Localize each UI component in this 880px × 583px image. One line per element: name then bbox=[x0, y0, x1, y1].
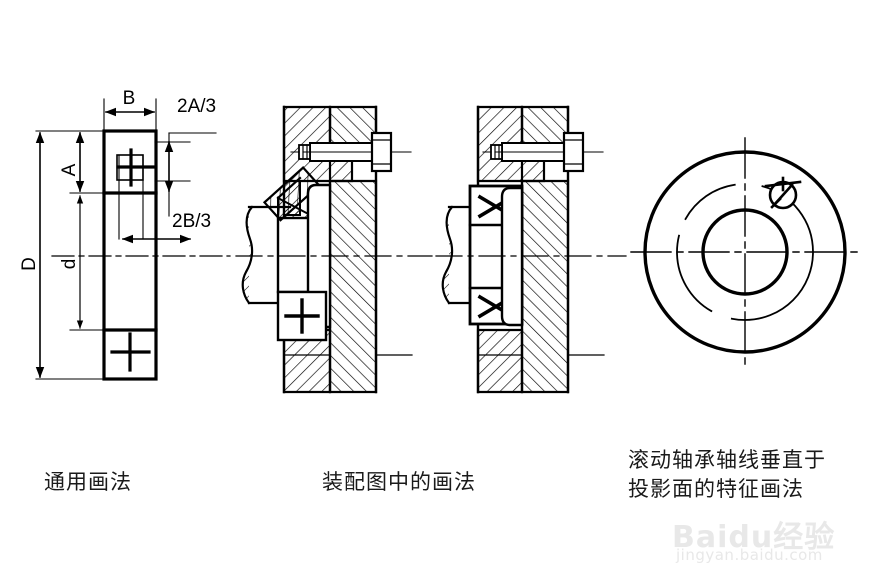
figure-assembly-detailed bbox=[235, 105, 433, 394]
figure-assembly-simplified bbox=[435, 105, 627, 394]
caption-assembly-method: 装配图中的画法 bbox=[322, 470, 476, 494]
bolt2-hex-head bbox=[562, 131, 585, 173]
figure-general-representation: B D A d 2A/3 2B/3 bbox=[19, 88, 231, 381]
shaft2-break-hatch bbox=[442, 207, 453, 303]
dim-label-d: d bbox=[59, 259, 80, 270]
watermark-baidu-jingyan: Baidu经验 bbox=[672, 520, 836, 555]
housing2-lower-left-hatched bbox=[476, 328, 524, 394]
housing-right-column-hatched bbox=[328, 179, 378, 394]
caption-general-method: 通用画法 bbox=[44, 470, 132, 494]
watermark-url: jingyan.baidu.com bbox=[676, 546, 823, 564]
bearing-outer-race-wedge bbox=[277, 196, 317, 219]
dim-label-2B3: 2B/3 bbox=[172, 211, 211, 232]
figure-axis-perpendicular-view bbox=[630, 137, 860, 367]
dim-label-D: D bbox=[19, 257, 40, 271]
bolt-hex-head bbox=[370, 131, 393, 173]
bearing-outline-rect bbox=[102, 129, 158, 381]
caption-axis-perpendicular-method: 滚动轴承轴线垂直于 投影面的特征画法 bbox=[628, 448, 826, 501]
housing2-right-column-hatched bbox=[520, 179, 570, 394]
shaft-break-hatch bbox=[242, 207, 253, 303]
dim-label-B: B bbox=[123, 88, 136, 109]
rolling-element-tick-bottom bbox=[770, 197, 782, 209]
dim-label-2A3: 2A/3 bbox=[177, 96, 216, 117]
dim-label-A: A bbox=[59, 163, 80, 176]
race-inclined-edge bbox=[276, 176, 302, 200]
rolling-element-symbol bbox=[764, 176, 802, 210]
